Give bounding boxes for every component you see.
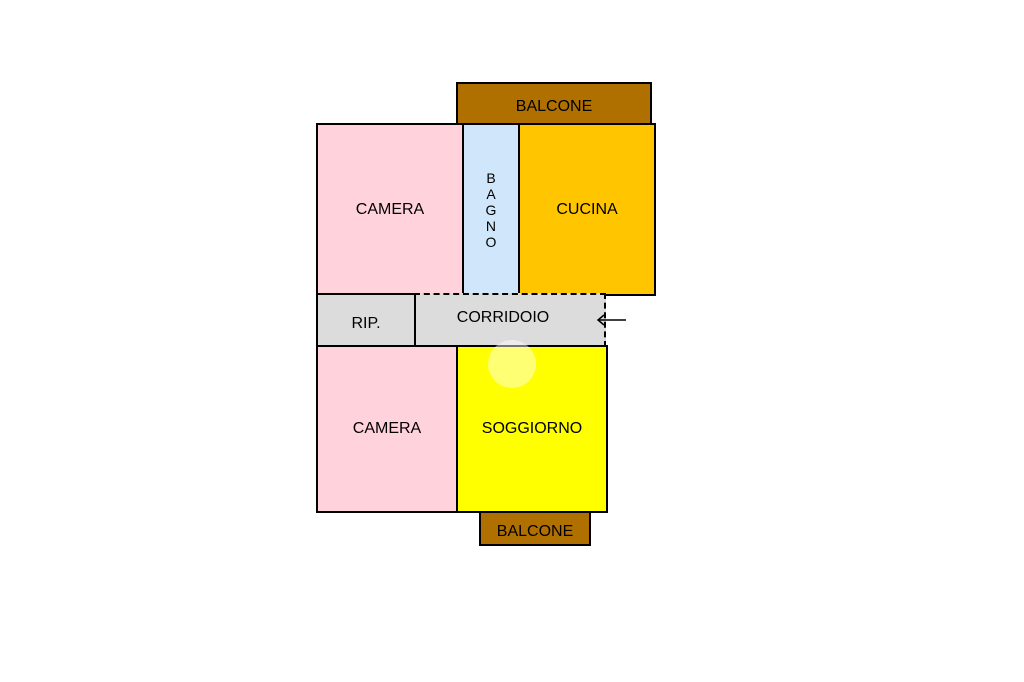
room-label-bagno-letter: B xyxy=(486,169,496,186)
arrow-left-icon xyxy=(596,314,626,326)
room-balcone-top: BALCONE xyxy=(456,82,652,126)
watermark-logo xyxy=(488,340,536,388)
room-balcone-bottom: BALCONE xyxy=(479,511,591,546)
room-label-bagno-letter: O xyxy=(485,233,497,250)
room-label-soggiorno: SOGGIORNO xyxy=(481,420,583,437)
room-label-camera-top: CAMERA xyxy=(355,200,425,218)
room-label-corridoio: CORRIDOIO xyxy=(456,309,550,326)
room-label-ripostiglio: RIP. xyxy=(351,315,381,332)
room-label-cucina: CUCINA xyxy=(556,200,618,218)
room-label-bagno-letter: N xyxy=(485,217,497,234)
room-label-bagno-letter: G xyxy=(485,201,497,218)
room-ripostiglio: RIP. xyxy=(316,293,416,347)
room-label-bagno-letter: A xyxy=(486,185,496,202)
room-cucina: CUCINA xyxy=(518,123,656,296)
room-label-balcone-bottom: BALCONE xyxy=(496,522,574,540)
room-label-camera-bottom: CAMERA xyxy=(352,420,422,437)
room-camera-bottom: CAMERA xyxy=(316,345,458,513)
room-label-balcone-top: BALCONE xyxy=(515,98,593,115)
room-camera-top: CAMERA xyxy=(316,123,464,296)
room-corridoio: CORRIDOIO xyxy=(414,293,606,347)
